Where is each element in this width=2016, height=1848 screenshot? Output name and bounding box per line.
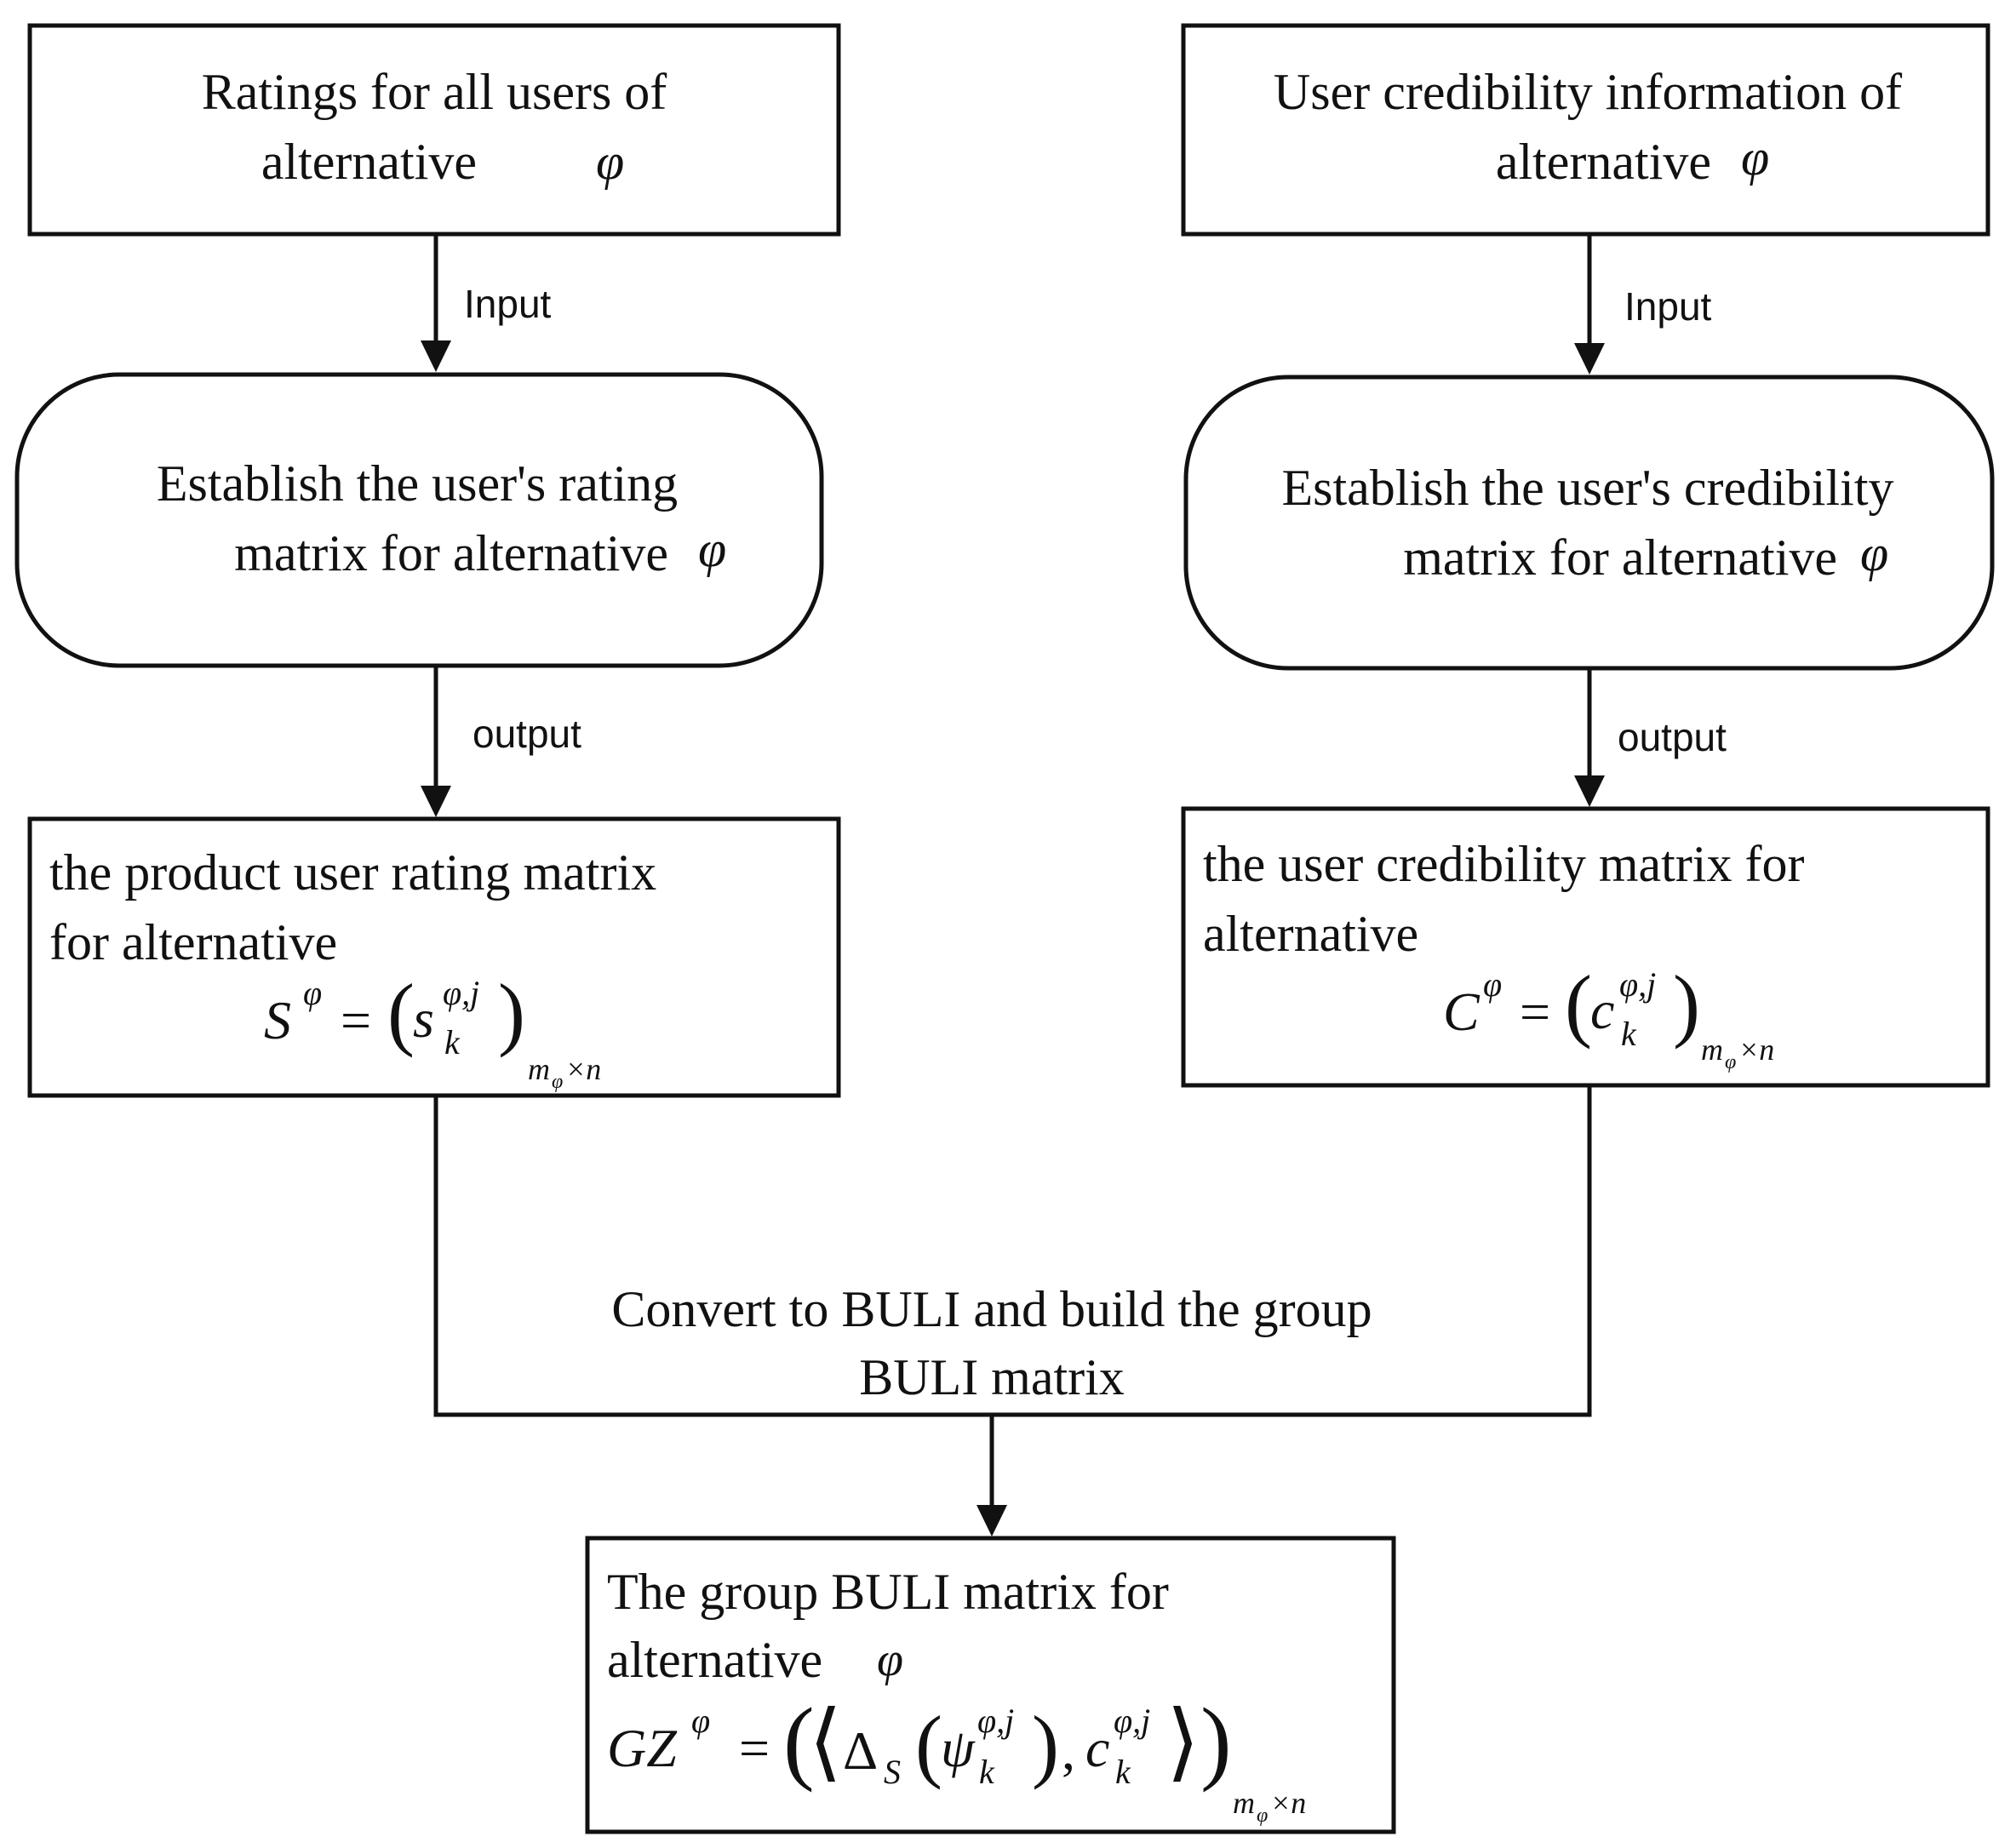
- convert-line1: Convert to BULI and build the group: [611, 1281, 1372, 1337]
- left-output-label: output: [472, 712, 581, 756]
- ratings-input-phi-symbol: φ: [596, 134, 624, 190]
- rating-formula-lparen: (: [387, 967, 415, 1058]
- group-formula-psi: ψ: [941, 1718, 976, 1778]
- group-formula-delta: Δ: [843, 1720, 878, 1781]
- group-formula-dim-subsub: φ: [1257, 1805, 1268, 1827]
- credibility-formula-elem: c: [1590, 980, 1614, 1040]
- ratings-input-line1: Ratings for all users of: [202, 64, 667, 120]
- group-formula-outer-rparen: ): [1200, 1689, 1232, 1793]
- credibility-matrix-line1: the user credibility matrix for: [1203, 836, 1804, 892]
- rating-formula-dim-rest: ×n: [565, 1052, 601, 1086]
- credibility-formula-lhs: C: [1443, 981, 1480, 1042]
- credibility-matrix-node: the user credibility matrix for alternat…: [1181, 806, 1990, 1088]
- credibility-formula-rparen: ): [1673, 958, 1700, 1050]
- ratings-input-line2: alternative: [261, 134, 477, 190]
- group-formula-delta-sub: S: [884, 1753, 901, 1791]
- right-output-label: output: [1618, 715, 1727, 759]
- establish-credibility-line1: Establish the user's credibility: [1281, 460, 1893, 516]
- rating-formula-sup: φ: [303, 974, 322, 1012]
- right-input-arrow: Input: [1574, 234, 1712, 375]
- credibility-matrix-line2: alternative: [1203, 906, 1418, 962]
- left-input-arrow: Input: [421, 234, 552, 372]
- convert-output-arrow: [976, 1415, 1007, 1536]
- group-formula-comma: ,: [1062, 1720, 1075, 1781]
- establish-credibility-phi-symbol: φ: [1860, 525, 1888, 581]
- ratings-input-node: Ratings for all users of alternative φ: [27, 23, 841, 237]
- group-formula-rangle: ⟩: [1166, 1695, 1200, 1789]
- credibility-formula-dim-sub: m: [1701, 1033, 1723, 1067]
- rating-matrix-line1: the product user rating matrix: [49, 844, 656, 901]
- convert-node: Convert to BULI and build the group BULI…: [433, 1085, 1592, 1417]
- credibility-input-line2: alternative: [1496, 134, 1711, 190]
- group-formula-dim-rest: ×n: [1270, 1786, 1306, 1820]
- rating-matrix-line2: for alternative: [49, 914, 337, 970]
- group-formula-psi-lparen: (: [915, 1699, 942, 1790]
- group-formula-c-sup: φ,j: [1114, 1702, 1150, 1740]
- rating-matrix-formula: S φ = ( s φ,j k ) m φ ×n: [264, 967, 601, 1093]
- establish-credibility-line2: matrix for alternative: [1403, 529, 1837, 586]
- credibility-formula-sup: φ: [1483, 965, 1502, 1004]
- credibility-matrix-formula: C φ = ( c φ,j k ) m φ ×n: [1443, 958, 1774, 1073]
- group-formula-dim-sub: m: [1233, 1786, 1255, 1820]
- establish-credibility-node: Establish the user's credibility matrix …: [1183, 375, 1995, 671]
- right-input-label: Input: [1624, 284, 1712, 329]
- credibility-input-node: User credibility information of alternat…: [1181, 23, 1990, 237]
- group-formula-sup: φ: [691, 1702, 710, 1740]
- rating-formula-elem: s: [413, 988, 434, 1049]
- rating-matrix-node: the product user rating matrix for alter…: [27, 816, 841, 1098]
- credibility-formula-elem-sub: k: [1621, 1015, 1637, 1053]
- establish-rating-node: Establish the user's rating matrix for a…: [14, 372, 824, 668]
- credibility-input-line1: User credibility information of: [1274, 64, 1902, 120]
- group-matrix-line1: The group BULI matrix for: [607, 1564, 1169, 1620]
- group-formula-equals: =: [739, 1718, 770, 1778]
- convert-line2: BULI matrix: [859, 1349, 1125, 1405]
- group-formula-psi-sub: k: [979, 1753, 995, 1791]
- credibility-formula-lparen: (: [1565, 958, 1592, 1050]
- credibility-formula-dim-subsub: φ: [1725, 1051, 1736, 1073]
- group-matrix-formula: GZ φ = ( ⟨ Δ S ( ψ φ,j k ) , c φ,j k ⟩ )…: [607, 1689, 1306, 1827]
- group-formula-psi-sup: φ,j: [977, 1702, 1014, 1740]
- group-matrix-line2: alternative: [607, 1632, 822, 1688]
- group-formula-psi-rparen: ): [1032, 1699, 1059, 1790]
- rating-formula-lhs: S: [264, 990, 291, 1050]
- credibility-formula-elem-sup: φ,j: [1619, 965, 1656, 1004]
- establish-rating-line2: matrix for alternative: [234, 525, 668, 581]
- rating-formula-elem-sub: k: [444, 1023, 461, 1061]
- rating-formula-equals: =: [341, 990, 371, 1050]
- right-output-arrow: output: [1574, 668, 1727, 807]
- establish-rating-line1: Establish the user's rating: [157, 455, 678, 512]
- credibility-formula-dim-rest: ×n: [1738, 1033, 1774, 1067]
- rating-formula-elem-sup: φ,j: [443, 974, 479, 1012]
- rating-formula-dim-subsub: φ: [552, 1071, 563, 1093]
- rating-formula-rparen: ): [498, 967, 525, 1058]
- group-formula-lhs: GZ: [607, 1718, 678, 1778]
- credibility-formula-equals: =: [1520, 981, 1550, 1042]
- credibility-input-phi-symbol: φ: [1741, 129, 1769, 186]
- group-formula-c: c: [1085, 1718, 1109, 1778]
- group-matrix-node: The group BULI matrix for alternative φ …: [585, 1536, 1396, 1834]
- rating-formula-dim-sub: m: [528, 1052, 550, 1086]
- group-formula-outer-lparen: (: [783, 1689, 815, 1793]
- group-matrix-phi-symbol: φ: [877, 1633, 903, 1686]
- group-formula-c-sub: k: [1115, 1753, 1131, 1791]
- establish-rating-phi-symbol: φ: [698, 521, 726, 577]
- left-input-label: Input: [464, 282, 552, 326]
- left-output-arrow: output: [421, 666, 581, 817]
- group-formula-langle: ⟨: [809, 1695, 842, 1789]
